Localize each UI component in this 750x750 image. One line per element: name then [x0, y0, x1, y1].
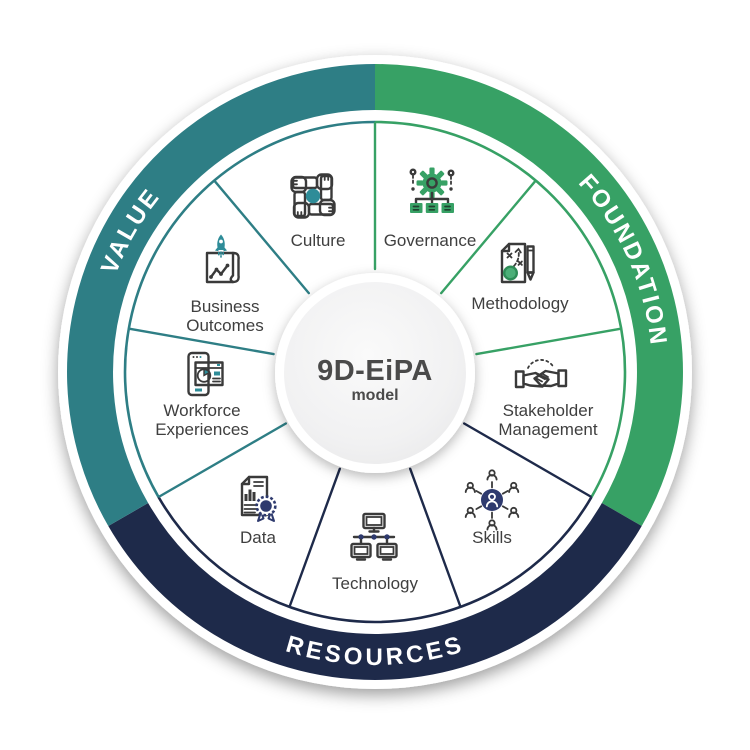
business-icon — [205, 234, 240, 284]
segment-label-stakeholder-2: Management — [498, 420, 598, 439]
segment-label-data: Data — [240, 528, 276, 547]
data-icon — [240, 475, 277, 522]
segment-label-business-1: Business — [191, 297, 260, 316]
resources-inner-ring — [157, 496, 593, 624]
divider-200 — [288, 467, 341, 608]
foundation-band-arc — [374, 64, 683, 526]
segment-label-skills: Skills — [472, 528, 512, 547]
rocket — [215, 234, 227, 258]
center-title: 9D-EiPA — [317, 355, 433, 387]
center-subtitle: model — [351, 387, 398, 404]
stakeholder-icon — [514, 359, 568, 389]
skills-satellite-people — [464, 469, 520, 531]
divider-120 — [463, 422, 592, 498]
skills-icon — [464, 469, 520, 531]
technology-icon — [350, 512, 398, 561]
methodology-icon — [500, 242, 535, 284]
segment-label-workforce-2: Experiences — [155, 420, 249, 439]
center-hub: 9D-EiPA model — [275, 273, 475, 473]
divider-320 — [213, 180, 310, 295]
center-hub-disc — [284, 282, 466, 464]
segment-label-stakeholder-1: Stakeholder — [503, 401, 594, 420]
segment-label-methodology: Methodology — [471, 294, 569, 313]
divider-80 — [475, 327, 622, 356]
segment-label-business-2: Outcomes — [186, 316, 263, 335]
resources-band-arc — [108, 502, 642, 680]
segment-labels: Culture Governance Methodology Stakehold… — [155, 231, 598, 593]
divider-240 — [158, 422, 287, 498]
workforce-icon — [187, 351, 224, 397]
segment-label-culture: Culture — [291, 231, 346, 250]
segment-dividers — [128, 121, 622, 608]
governance-icon — [409, 167, 455, 213]
segment-label-workforce-1: Workforce — [163, 401, 240, 420]
value-band-arc — [67, 64, 376, 526]
segment-label-technology: Technology — [332, 574, 419, 593]
divider-40 — [440, 180, 537, 295]
divider-280 — [128, 327, 275, 356]
culture-icon — [290, 173, 336, 219]
segment-label-governance: Governance — [384, 231, 477, 250]
foundation-inner-ring — [374, 120, 627, 498]
divider-160 — [409, 467, 462, 608]
value-inner-ring — [123, 120, 376, 498]
culture-center-dot — [305, 188, 321, 204]
